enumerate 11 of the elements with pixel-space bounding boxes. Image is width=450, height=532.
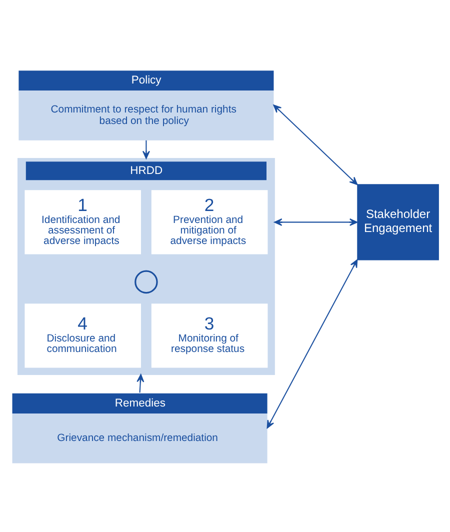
- node-box: Stakeholder Engagement: [357, 184, 439, 260]
- arrow: [266, 258, 358, 428]
- arrow: [274, 218, 358, 226]
- node-circle: [134, 270, 158, 294]
- node-box: 4 Disclosure and communication: [24, 303, 141, 368]
- node-box: 1 Identification and assessment of adverse impacts: [24, 190, 141, 254]
- arrow: [136, 374, 144, 392]
- node-box: 2 Prevention and mitigation of adverse impacts: [151, 190, 268, 254]
- node-box: 3 Monitoring of response status: [151, 303, 268, 368]
- arrow: [273, 104, 358, 185]
- arrow: [142, 140, 150, 158]
